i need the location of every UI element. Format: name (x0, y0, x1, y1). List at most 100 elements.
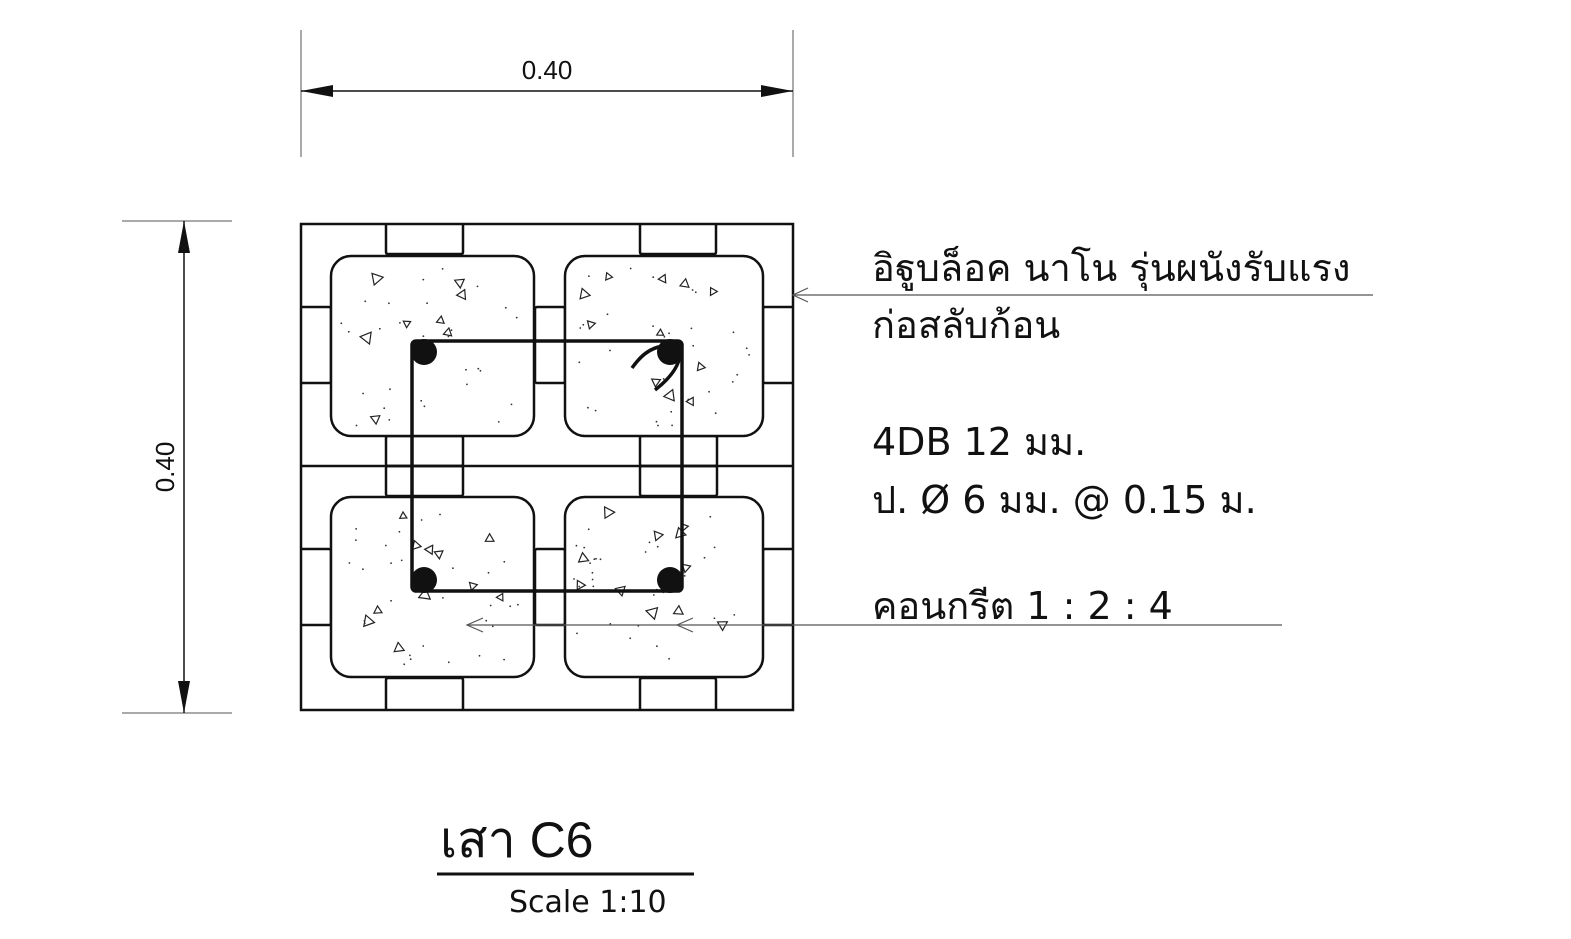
aggregate-mark (455, 288, 467, 301)
sand-dot (657, 424, 659, 427)
sand-dot (733, 614, 736, 616)
aggregate-mark (696, 361, 707, 372)
sand-dot (485, 619, 488, 622)
sand-dot (609, 349, 611, 352)
aggregate-mark (604, 271, 614, 281)
aggregate-mark (662, 388, 675, 402)
sand-dot (422, 278, 425, 281)
sand-dot (578, 585, 581, 588)
sand-dot (668, 332, 670, 335)
sand-dot (347, 330, 350, 333)
sand-dot (595, 557, 597, 560)
sand-dot (388, 419, 391, 421)
sand-dot (422, 335, 425, 338)
sand-dot (591, 578, 594, 581)
aggregate-mark (657, 273, 667, 284)
sand-dot (479, 369, 482, 372)
sand-dot (362, 568, 364, 571)
sand-dot (588, 275, 590, 277)
sand-dot (587, 528, 590, 531)
sand-dot (362, 392, 364, 395)
width-dimension-label: 0.40 (522, 55, 573, 85)
sand-dot (582, 323, 585, 326)
sand-dot (517, 603, 519, 606)
aggregate-mark (650, 378, 662, 388)
sand-dot (503, 560, 506, 563)
aggregate-mark (393, 641, 406, 653)
aggregate-mark (433, 550, 444, 561)
aggregate-mark (655, 328, 665, 336)
sand-dot (489, 604, 492, 607)
sand-dot (504, 306, 507, 309)
sand-dot (593, 558, 596, 561)
sand-dot (355, 539, 357, 541)
sand-dot (573, 578, 575, 580)
sand-dot (745, 347, 748, 350)
aggregate-mark (402, 320, 412, 329)
sand-dot (683, 575, 686, 577)
sand-dot (503, 658, 505, 661)
aggregate-mark (453, 278, 466, 290)
sand-dot (355, 528, 357, 530)
width-dimension: 0.40 (300, 30, 794, 157)
sand-dot (390, 562, 392, 564)
sand-dot (420, 399, 423, 402)
sand-dot (487, 571, 490, 574)
sand-dot (491, 625, 494, 628)
sand-dot (450, 329, 453, 331)
sand-dot (713, 546, 716, 549)
main-rebars (411, 339, 683, 593)
rebar-main-note: 4DB 12 มม. (872, 420, 1086, 464)
height-dimension-label: 0.40 (150, 442, 180, 493)
sand-dot (668, 657, 670, 660)
sand-dot (663, 336, 666, 338)
rebar-tie-note: ป. Ø 6 มม. @ 0.15 ม. (872, 478, 1257, 522)
aggregate-mark (603, 505, 616, 520)
sand-dot (599, 558, 602, 561)
aggregate-mark (398, 510, 408, 520)
sand-dot (515, 316, 518, 319)
sand-dot (340, 322, 343, 325)
sand-dot (447, 335, 450, 338)
sand-dot (477, 367, 480, 370)
sand-dot (629, 267, 632, 270)
sand-dot (652, 276, 655, 279)
sand-dot (583, 546, 586, 549)
sand-dot (388, 302, 390, 305)
section-title: เสา C6 (440, 812, 594, 868)
sand-dot (687, 398, 690, 401)
sand-dot (423, 405, 426, 408)
sand-dot (578, 361, 581, 364)
sand-dot (403, 663, 406, 666)
sand-dot (385, 544, 387, 547)
sand-dot (592, 585, 595, 588)
sand-dot (478, 654, 481, 657)
sand-dot (426, 302, 428, 305)
rebar-top-right (657, 339, 683, 365)
sand-dot (510, 403, 513, 406)
sand-dot (656, 645, 658, 648)
sand-dot (383, 407, 386, 410)
sand-dot (509, 605, 512, 608)
sand-dot (390, 599, 392, 602)
aggregate-mark (716, 621, 729, 632)
sand-dot (709, 515, 712, 518)
sand-dot (476, 285, 479, 288)
sand-dot (579, 327, 582, 329)
sand-dot (452, 567, 454, 570)
sand-dot (748, 354, 750, 356)
aggregate-mark (468, 581, 479, 592)
sand-dot (576, 632, 578, 635)
aggregate-mark (685, 396, 694, 407)
sand-dot (409, 658, 412, 661)
sand-dot (363, 619, 366, 622)
sand-dot (594, 409, 597, 412)
sand-dot (694, 291, 697, 294)
rebar-bottom-left (411, 567, 437, 593)
sand-dot (713, 617, 716, 620)
sand-dot (587, 406, 589, 409)
sand-dot (447, 661, 450, 664)
sand-dot (655, 420, 658, 423)
sand-dot (363, 622, 366, 625)
